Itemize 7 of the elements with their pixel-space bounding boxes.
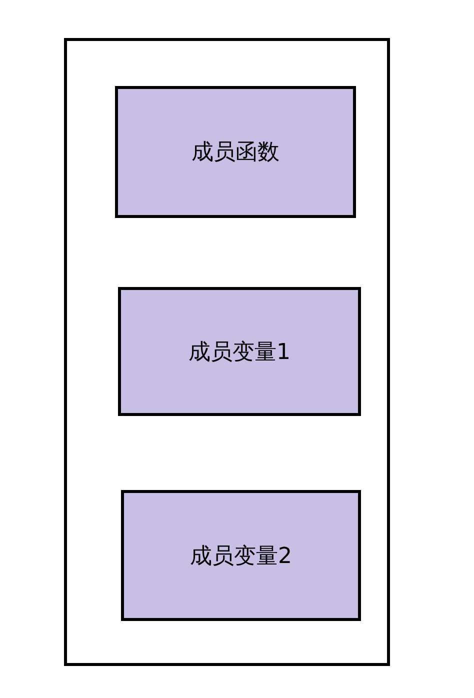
container-box [64,38,390,666]
member-box [115,86,356,218]
member-label: 成员变量1 [188,338,290,366]
member-box [118,287,361,416]
member-box [121,490,361,621]
member-label: 成员函数 [192,139,280,167]
member-label: 成员变量2 [190,542,292,570]
